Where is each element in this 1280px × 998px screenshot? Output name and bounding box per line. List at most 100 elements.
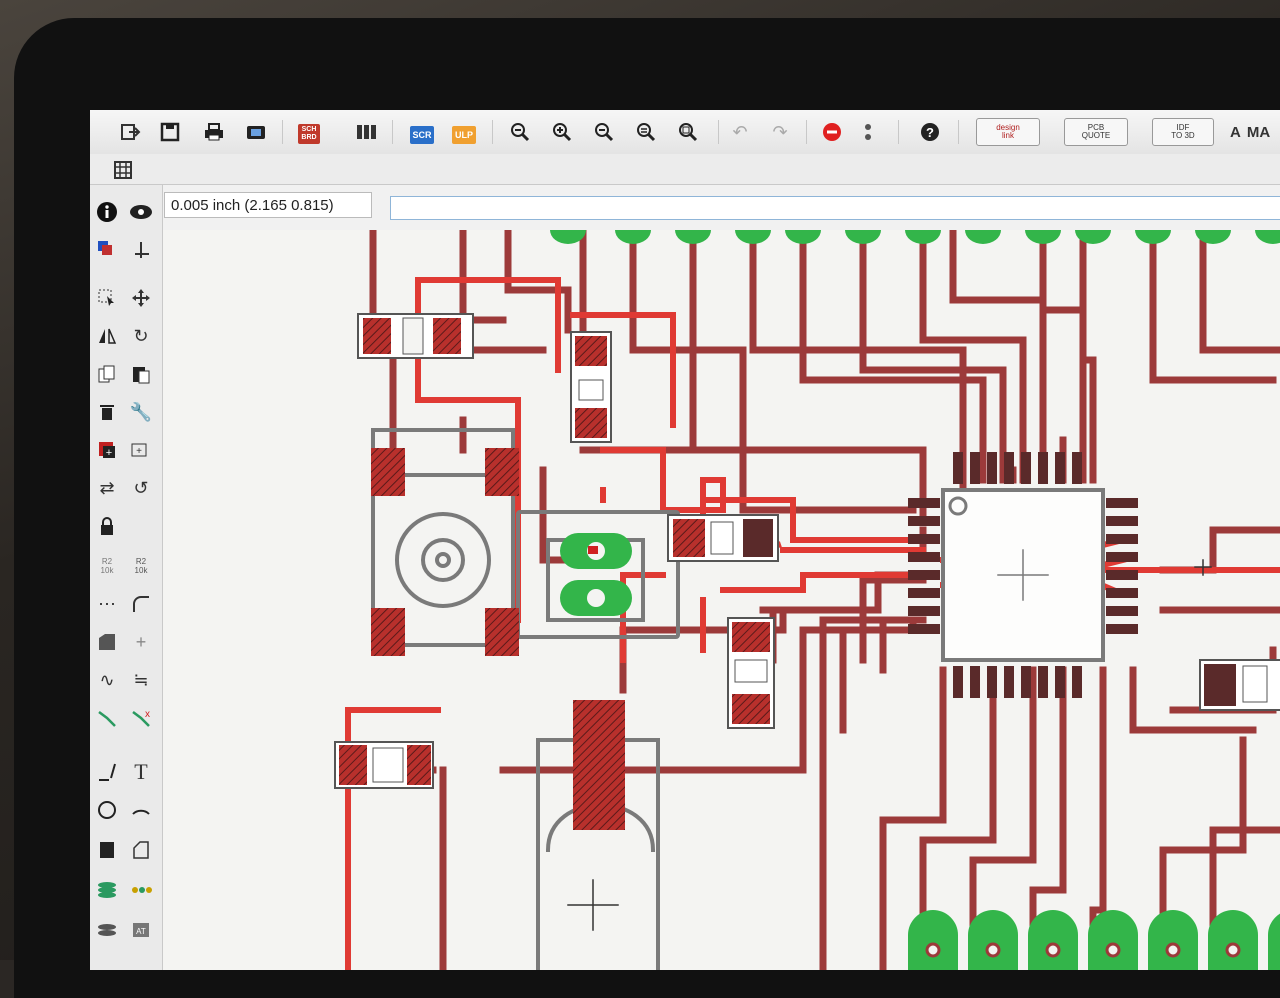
split-icon[interactable] — [92, 627, 122, 657]
sch-label: SCH — [301, 126, 317, 133]
svg-text:?: ? — [926, 125, 934, 140]
group-select-icon[interactable] — [92, 283, 122, 313]
value-r2-label: R2 — [135, 557, 147, 566]
toolbar-separator — [806, 120, 807, 144]
toolbar-separator — [958, 120, 959, 144]
ic-pins — [908, 452, 1138, 698]
replace-icon[interactable]: + — [126, 435, 156, 465]
more-icon[interactable] — [854, 118, 882, 146]
svg-text:+: + — [136, 446, 142, 457]
toolbar-separator — [492, 120, 493, 144]
optimize-icon[interactable]: ↺ — [133, 477, 149, 498]
autodesk-button[interactable]: A MA — [1230, 118, 1280, 146]
cursor-cross — [1194, 559, 1212, 576]
bottom-layer-traces — [369, 226, 1280, 970]
grid-icon[interactable] — [110, 156, 138, 184]
coordinate-display: 0.005 inch (2.165 0.815) — [164, 192, 372, 218]
toolbar-separator — [718, 120, 719, 144]
left-toolbar: ↻ 🔧 + + ⇄ ↺ R2 10k R2 10k ⋯ — [90, 185, 163, 970]
hole-icon[interactable] — [92, 915, 122, 945]
designlink-bottom: link — [1001, 131, 1014, 140]
idf-top: IDF — [1176, 123, 1190, 132]
smash-icon[interactable]: ⋯ — [98, 593, 116, 614]
mirror-icon[interactable] — [92, 321, 122, 351]
attribute-icon[interactable]: AT — [126, 915, 156, 945]
text-tool-label: T — [134, 759, 148, 784]
swap-icon[interactable]: ⇄ — [99, 477, 115, 498]
lock-icon[interactable] — [92, 511, 122, 541]
meander-icon[interactable]: ∿ — [99, 669, 115, 690]
via-stack-icon[interactable] — [92, 875, 122, 905]
open-icon[interactable] — [116, 118, 144, 146]
save-icon[interactable] — [156, 118, 184, 146]
brd-label: BRD — [301, 134, 317, 141]
value-r2-value: 10k — [134, 566, 148, 575]
miter-icon[interactable] — [126, 589, 156, 619]
cam-icon[interactable] — [242, 118, 270, 146]
command-line-input[interactable] — [390, 196, 1280, 220]
redo-icon[interactable]: ↷ — [772, 121, 788, 142]
toolbar-separator — [392, 120, 393, 144]
zoom-fit-icon[interactable] — [506, 118, 534, 146]
board-canvas[interactable] — [163, 216, 1280, 970]
zoom-redraw-icon[interactable] — [632, 118, 660, 146]
name-r2-label: R2 — [101, 557, 113, 566]
ic-pin1-marker — [948, 496, 968, 516]
toolbar-separator — [898, 120, 899, 144]
optimize-wire-icon[interactable]: + — [135, 631, 147, 652]
ulp-label: ULP — [455, 130, 473, 140]
eagle-window: SCH BRD SCR ULP ↶ ↷ — [90, 110, 1280, 970]
idf-to-3d-button[interactable]: IDF TO 3D — [1152, 118, 1214, 146]
smd-pads — [334, 313, 1280, 830]
rotate-icon[interactable]: ↻ — [133, 325, 149, 346]
change-icon[interactable]: 🔧 — [129, 401, 153, 422]
line-icon[interactable] — [92, 757, 122, 787]
route-icon[interactable] — [92, 703, 122, 733]
stop-icon[interactable] — [818, 118, 846, 146]
sch-brd-button[interactable]: SCH BRD — [298, 124, 320, 144]
mark-icon[interactable] — [126, 235, 156, 265]
copy-icon[interactable] — [92, 359, 122, 389]
pcb-quote-top: PCB — [1087, 123, 1105, 132]
main-toolbar: SCH BRD SCR ULP ↶ ↷ — [90, 110, 1280, 155]
show-icon[interactable] — [126, 197, 156, 227]
designlink-top: design — [996, 123, 1020, 132]
value-button[interactable]: R2 10k — [126, 551, 156, 581]
pcb-quote-button[interactable]: PCB QUOTE — [1064, 118, 1128, 146]
help-icon[interactable]: ? — [916, 118, 944, 146]
info-icon[interactable] — [92, 197, 122, 227]
print-icon[interactable] — [200, 118, 228, 146]
route-differential-icon[interactable]: ≒ — [133, 669, 149, 690]
designlink-button[interactable]: design link — [976, 118, 1040, 146]
zoom-select-icon[interactable] — [674, 118, 702, 146]
circle-icon[interactable] — [92, 795, 122, 825]
scr-button[interactable]: SCR — [410, 126, 434, 144]
led-pads — [560, 533, 632, 616]
ulp-button[interactable]: ULP — [452, 126, 476, 144]
undo-icon[interactable]: ↶ — [732, 121, 748, 142]
zoom-out-icon[interactable] — [590, 118, 618, 146]
text-tool-button[interactable]: T — [126, 757, 156, 787]
svg-text:AT: AT — [136, 927, 146, 936]
arc-icon[interactable] — [126, 795, 156, 825]
ripup-icon[interactable]: x — [126, 703, 156, 733]
rectangle-icon[interactable] — [92, 835, 122, 865]
add-icon[interactable]: + — [92, 435, 122, 465]
battery-origin-cross — [567, 879, 619, 931]
scr-label: SCR — [412, 130, 432, 140]
layers-icon[interactable] — [352, 118, 380, 146]
pad-dots-icon[interactable] — [126, 875, 156, 905]
paste-icon[interactable] — [126, 359, 156, 389]
svg-text:x: x — [145, 709, 150, 720]
name-button[interactable]: R2 10k — [92, 551, 122, 581]
ic-origin-cross — [997, 549, 1049, 601]
name-r2-value: 10k — [100, 566, 114, 575]
display-layers-icon[interactable] — [92, 235, 122, 265]
delete-icon[interactable] — [92, 397, 122, 427]
move-icon[interactable] — [126, 283, 156, 313]
polygon-icon[interactable] — [126, 835, 156, 865]
zoom-in-icon[interactable] — [548, 118, 576, 146]
header-pads-bottom — [908, 910, 1280, 970]
svg-text:+: + — [106, 447, 112, 459]
idf-bottom: TO 3D — [1171, 131, 1195, 140]
